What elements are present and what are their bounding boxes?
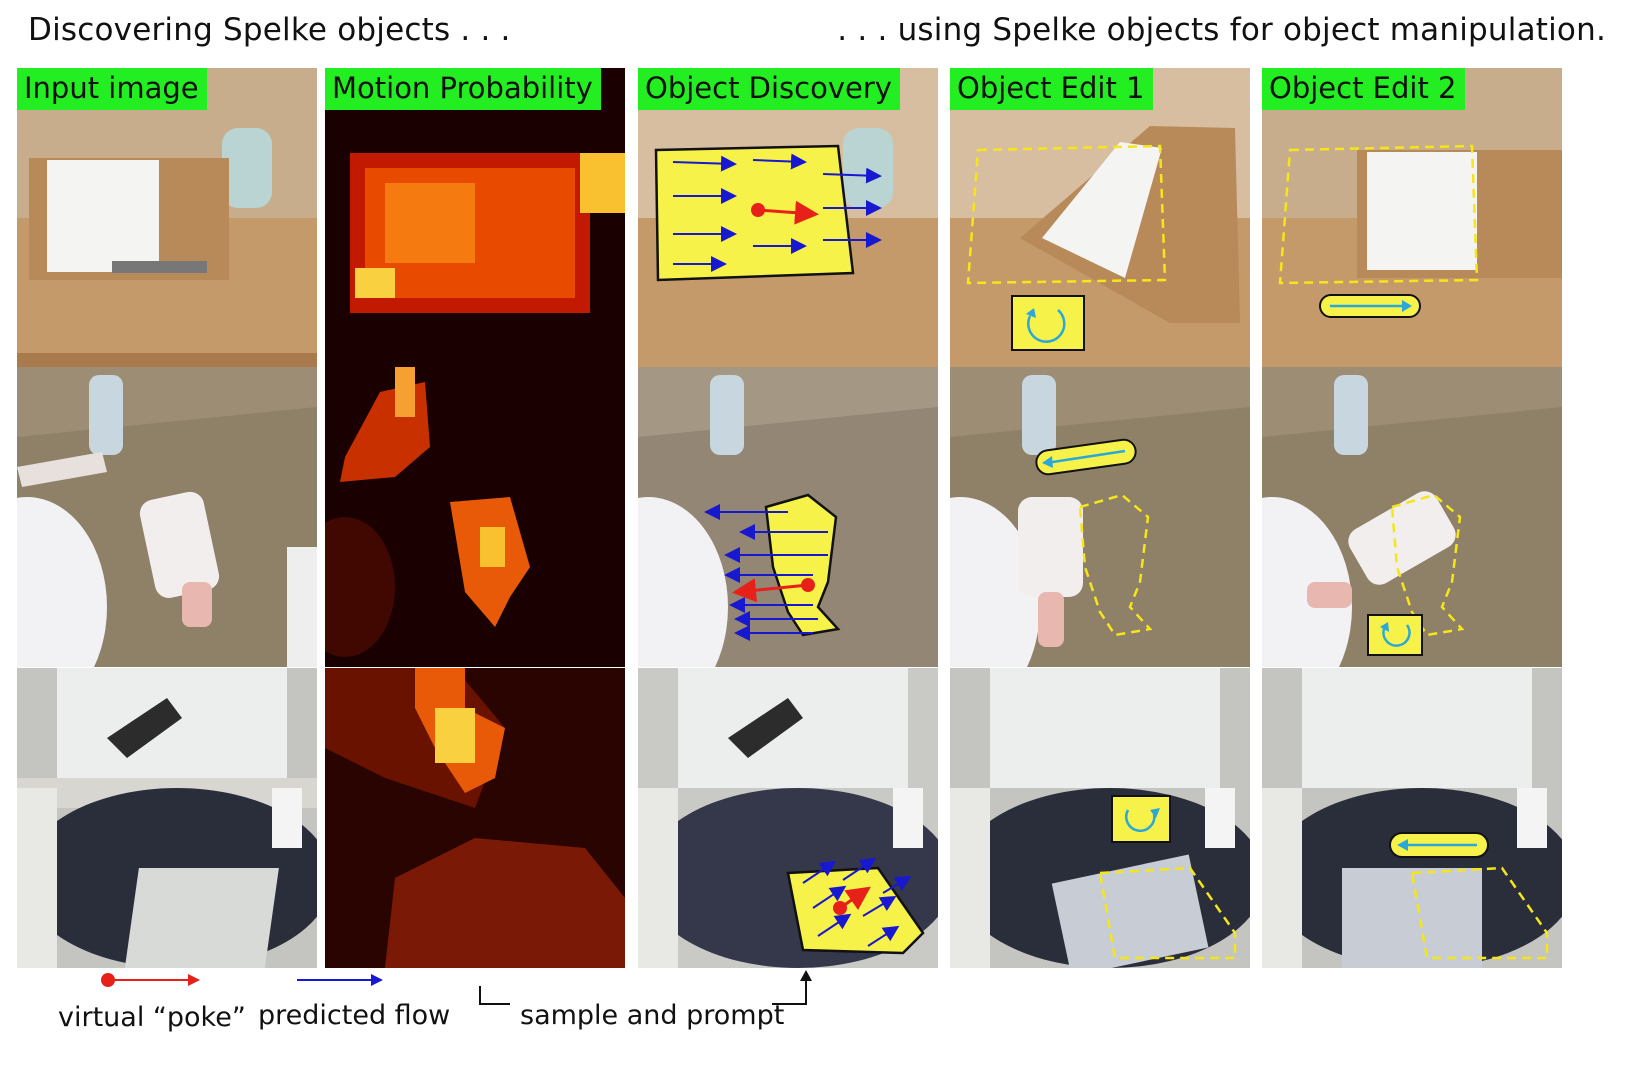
- row2-input-image: [17, 367, 317, 667]
- motion-heatmap: [325, 668, 625, 968]
- motion-heatmap: [325, 68, 625, 368]
- row1-input-image: Input image: [17, 68, 317, 368]
- figure-header-right: . . . using Spelke objects for object ma…: [837, 12, 1606, 48]
- column-label-input: Input image: [17, 68, 207, 110]
- column-label-edit1: Object Edit 1: [950, 68, 1153, 110]
- robot-scene-image: [17, 668, 317, 968]
- edit-translate-overlay: [1389, 832, 1549, 960]
- row1-object-edit-1: Object Edit 1: [950, 68, 1250, 368]
- legend-sample-end-arrow-icon: [772, 970, 812, 1005]
- row3-object-discovery: [638, 668, 938, 968]
- row3-input-image: [17, 668, 317, 968]
- discovered-mask-overlay: [654, 144, 882, 282]
- row2-motion-probability: [325, 367, 625, 667]
- edit-rotate-overlay: [1098, 795, 1237, 960]
- motion-heatmap: [325, 367, 625, 667]
- counter-scene-image: [17, 367, 317, 667]
- discovered-mask-overlay: [704, 493, 841, 641]
- row3-object-edit-1: [950, 668, 1250, 968]
- edit-translate-overlay: [1035, 438, 1153, 637]
- row1-object-discovery: Object Discovery: [638, 68, 938, 368]
- legend-flow-label: predicted flow: [258, 1000, 451, 1031]
- column-label-edit2: Object Edit 2: [1262, 68, 1465, 110]
- discovered-mask-overlay: [786, 857, 925, 955]
- row2-object-discovery: [638, 367, 938, 667]
- row3-motion-probability: [325, 668, 625, 968]
- column-label-motion: Motion Probability: [325, 68, 601, 110]
- row1-object-edit-2: Object Edit 2: [1262, 68, 1562, 368]
- legend-sample-start-icon: [479, 986, 510, 1005]
- edit-rotate-overlay: [966, 144, 1167, 351]
- row2-object-edit-1: [950, 367, 1250, 667]
- edit-rotate-overlay: [1367, 493, 1465, 656]
- legend-sample-label: sample and prompt: [520, 1000, 785, 1031]
- legend-poke-label: virtual “poke”: [58, 1002, 246, 1033]
- row1-motion-probability: Motion Probability: [325, 68, 625, 368]
- row2-object-edit-2: [1262, 367, 1562, 667]
- row3-object-edit-2: [1262, 668, 1562, 968]
- legend-flow-arrow-icon: [297, 974, 383, 986]
- desk-scene-image: [17, 68, 317, 368]
- edit-translate-overlay: [1278, 144, 1479, 318]
- legend-poke-arrow-icon: [101, 973, 200, 987]
- column-label-discovery: Object Discovery: [638, 68, 900, 110]
- figure-header-left: Discovering Spelke objects . . .: [28, 12, 511, 48]
